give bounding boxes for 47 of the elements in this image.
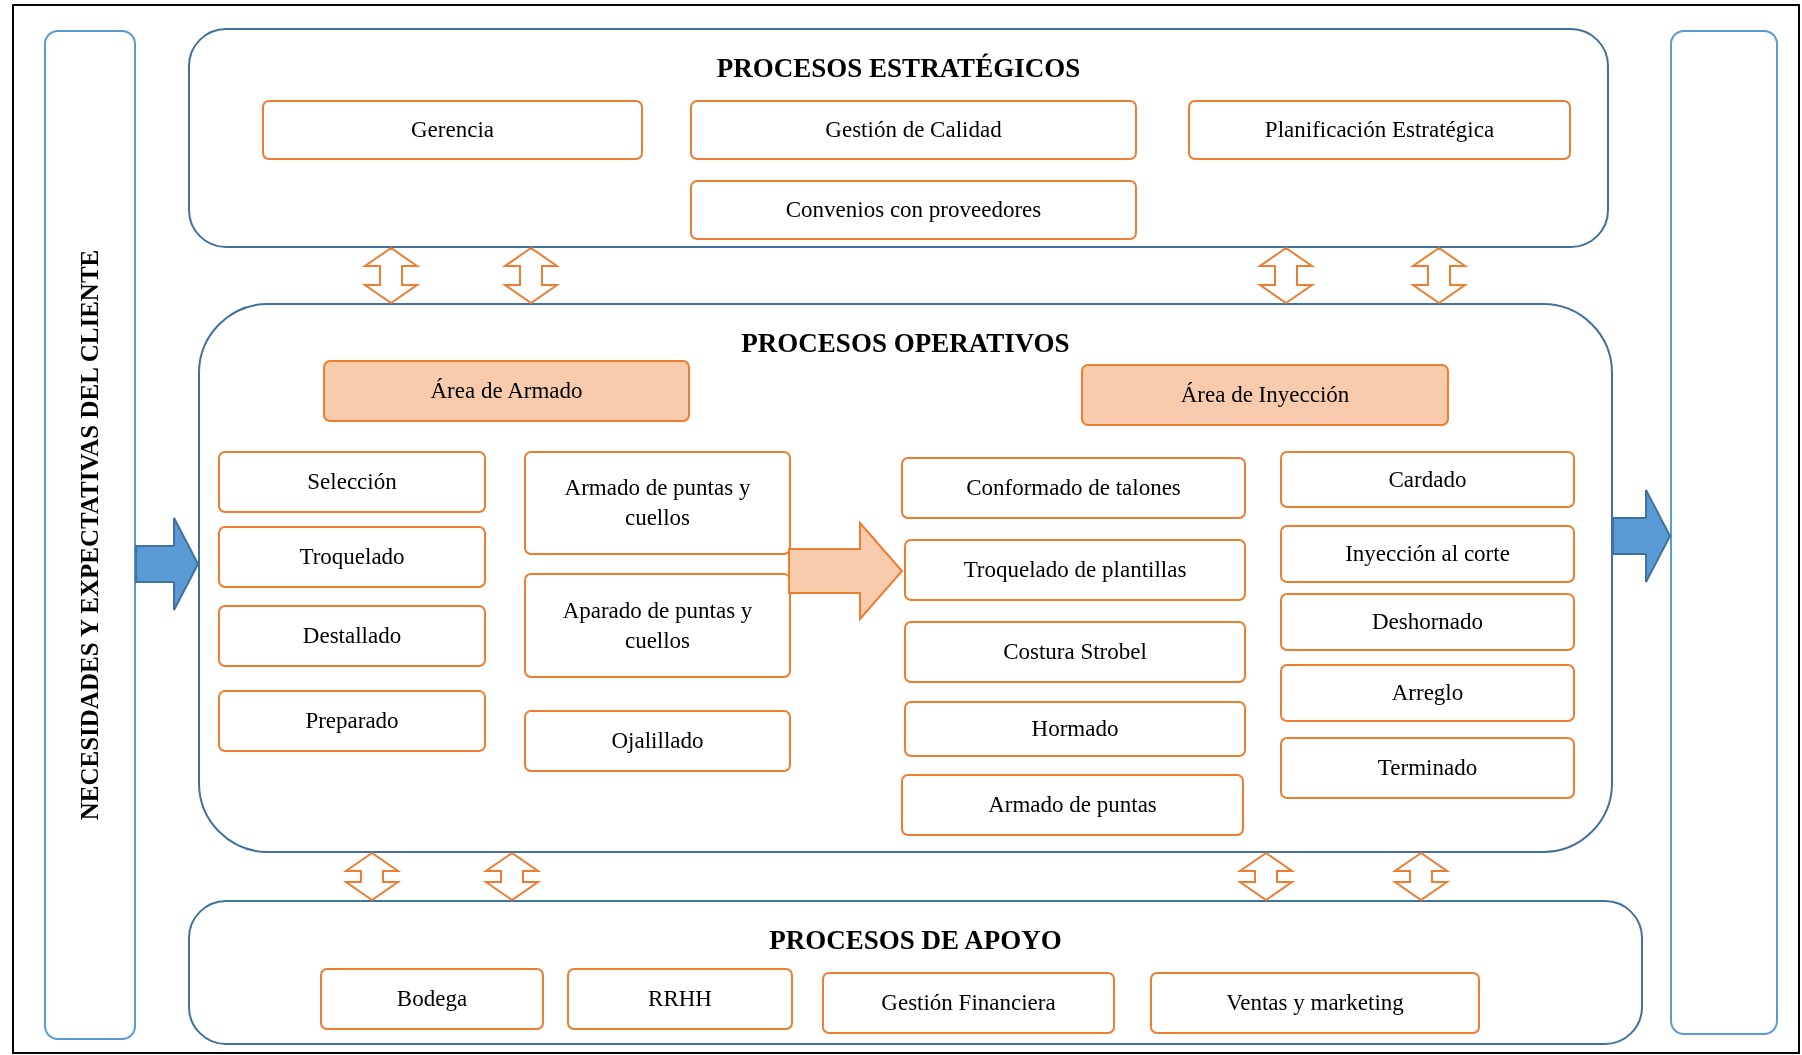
process-box: Arreglo xyxy=(1280,664,1575,722)
block-arrow xyxy=(342,851,402,902)
process-box: Troquelado de plantillas xyxy=(904,539,1246,601)
process-group-panel xyxy=(188,900,1643,1045)
process-box: Preparado xyxy=(218,690,486,752)
block-arrow xyxy=(1256,246,1316,305)
area-header-box: Área de Armado xyxy=(323,360,690,422)
process-box: Inyección al corte xyxy=(1280,525,1575,583)
process-box: Gestión de Calidad xyxy=(690,100,1137,160)
process-box: Destallado xyxy=(218,605,486,667)
process-box: Deshornado xyxy=(1280,593,1575,651)
panel-title: PROCESOS ESTRATÉGICOS xyxy=(715,52,1082,85)
area-header-box: Área de Inyección xyxy=(1081,364,1449,426)
block-arrow xyxy=(361,246,421,305)
process-box: RRHH xyxy=(567,968,793,1030)
process-box: Convenios con proveedores xyxy=(690,180,1137,240)
process-box: Armado de puntas xyxy=(901,774,1244,836)
process-box: Cardado xyxy=(1280,451,1575,508)
block-arrow xyxy=(788,520,904,622)
process-box: Bodega xyxy=(320,968,544,1030)
process-box: Hormado xyxy=(904,701,1246,757)
process-group-panel xyxy=(188,28,1609,248)
process-box: Aparado de puntas y cuellos xyxy=(524,573,791,678)
panel-title: PROCESOS OPERATIVOS xyxy=(740,327,1071,360)
vertical-label: NECESIDADES Y EXPECTATIVAS DEL CLIENTE xyxy=(75,249,105,821)
process-box: Ventas y marketing xyxy=(1150,972,1480,1034)
block-arrow xyxy=(1612,489,1672,583)
process-box: Conformado de talones xyxy=(901,457,1246,519)
process-box: Gestión Financiera xyxy=(822,972,1115,1034)
process-group-panel xyxy=(198,303,1613,853)
process-box: Terminado xyxy=(1280,737,1575,799)
process-box: Costura Strobel xyxy=(904,621,1246,683)
process-box: Ojalillado xyxy=(524,710,791,772)
block-arrow xyxy=(501,246,561,305)
block-arrow xyxy=(135,517,200,611)
side-panel xyxy=(44,30,136,1040)
block-arrow xyxy=(482,851,542,902)
process-box: Selección xyxy=(218,451,486,513)
panel-title: PROCESOS DE APOYO xyxy=(768,924,1063,957)
process-box: Armado de puntas y cuellos xyxy=(524,451,791,555)
process-box: Gerencia xyxy=(262,100,643,160)
block-arrow xyxy=(1236,851,1296,902)
block-arrow xyxy=(1391,851,1451,902)
process-box: Troquelado xyxy=(218,526,486,588)
side-panel xyxy=(1670,30,1778,1035)
block-arrow xyxy=(1409,246,1469,305)
process-box: Planificación Estratégica xyxy=(1188,100,1571,160)
